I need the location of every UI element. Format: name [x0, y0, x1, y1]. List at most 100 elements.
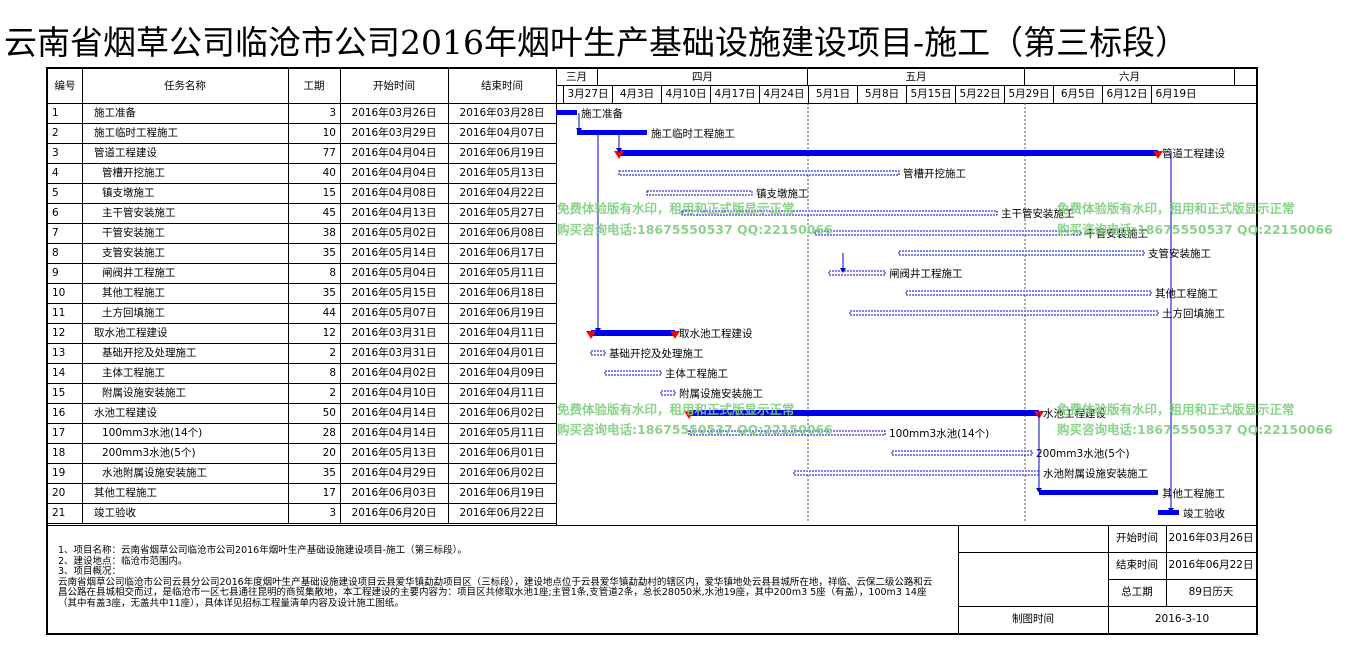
- summary-bar: [689, 410, 1039, 416]
- note-line1: 1、项目名称：云南省烟草公司临沧市公司2016年烟叶生产基础设施建设项目-施工（…: [58, 545, 467, 556]
- task-start-cell: 2016年05月14日: [351, 247, 437, 259]
- task-bar-label: 干管安装施工: [1085, 227, 1148, 240]
- task-bar-label: 支管安装施工: [1148, 247, 1211, 260]
- task-start-cell: 2016年03月31日: [351, 347, 437, 359]
- task-name-cell: 竣工验收: [94, 507, 136, 519]
- row-divider: [48, 503, 556, 504]
- column-divider: [288, 69, 289, 523]
- task-start-cell: 2016年04月14日: [351, 407, 437, 419]
- dependency-arrow: [1036, 488, 1042, 493]
- task-name-cell: 取水池工程建设: [94, 327, 168, 339]
- header-divider: [48, 103, 1256, 104]
- task-bar: [898, 250, 1145, 256]
- row-divider: [48, 463, 556, 464]
- task-id-cell: 19: [52, 467, 66, 479]
- watermark-line2-d: 购买咨询电话:18675550537 QQ:22150066: [1057, 422, 1333, 437]
- task-start-cell: 2016年05月02日: [351, 227, 437, 239]
- week-label: 5月15日: [906, 85, 955, 103]
- task-name-cell: 附属设施安装施工: [102, 387, 186, 399]
- dependency-arrow: [840, 268, 846, 273]
- week-label: 5月8日: [857, 85, 906, 103]
- task-id-cell: 9: [52, 267, 59, 279]
- task-name-cell: 管道工程建设: [94, 147, 157, 159]
- task-duration-cell: 3: [329, 107, 336, 119]
- task-bar-label: 主干管安装施工: [1001, 207, 1075, 220]
- task-bar-label: 施工准备: [581, 107, 623, 120]
- task-bar-label: 取水池工程建设: [679, 327, 753, 340]
- task-duration-cell: 20: [322, 447, 336, 459]
- task-duration-cell: 2: [329, 347, 336, 359]
- info-draw-label: 制图时间: [1012, 613, 1054, 625]
- watermark-line2-a: 购买咨询电话:18675550537 QQ:22150066: [557, 222, 833, 237]
- row-divider: [48, 243, 556, 244]
- task-bar-label: 施工临时工程施工: [651, 127, 735, 140]
- task-bar-label: 水池工程建设: [1043, 407, 1106, 420]
- project-notes: 1、项目名称：云南省烟草公司临沧市公司2016年烟叶生产基础设施建设项目-施工（…: [58, 545, 938, 609]
- task-id-cell: 3: [52, 147, 59, 159]
- month-label: 四月: [598, 69, 808, 85]
- row-divider: [48, 343, 556, 344]
- row-divider: [48, 163, 556, 164]
- task-start-cell: 2016年05月04日: [351, 267, 437, 279]
- task-id-cell: 7: [52, 227, 59, 239]
- task-id-cell: 1: [52, 107, 59, 119]
- header-duration: 工期: [303, 80, 325, 92]
- task-duration-cell: 15: [322, 187, 336, 199]
- task-start-cell: 2016年05月07日: [351, 307, 437, 319]
- task-bar-label: 附属设施安装施工: [679, 387, 763, 400]
- task-bar-label: 水池附属设施安装施工: [1043, 467, 1148, 480]
- task-duration-cell: 35: [322, 247, 336, 259]
- task-name-cell: 其他工程施工: [94, 487, 157, 499]
- task-end-cell: 2016年06月02日: [459, 467, 545, 479]
- task-id-cell: 8: [52, 247, 59, 259]
- task-bar: [604, 370, 662, 376]
- row-divider: [48, 383, 556, 384]
- task-id-cell: 4: [52, 167, 59, 179]
- info-draw-value: 2016-3-10: [1154, 613, 1210, 625]
- task-end-cell: 2016年06月08日: [459, 227, 545, 239]
- task-id-cell: 21: [52, 507, 66, 519]
- task-id-cell: 20: [52, 487, 66, 499]
- row-divider: [48, 423, 556, 424]
- task-name-cell: 主体工程施工: [102, 367, 165, 379]
- task-bar-label: 管槽开挖施工: [903, 167, 966, 180]
- month-label: 五月: [808, 69, 1025, 85]
- task-duration-cell: 3: [329, 507, 336, 519]
- watermark-line1-a: 免费体验版有水印，租用和正式版显示正常: [557, 201, 795, 216]
- task-bar: [793, 470, 1040, 476]
- task-end-cell: 2016年06月01日: [459, 447, 545, 459]
- task-name-cell: 镇支墩施工: [102, 187, 155, 199]
- row-divider: [48, 143, 556, 144]
- task-start-cell: 2016年04月04日: [351, 147, 437, 159]
- week-label: 4月10日: [661, 85, 710, 103]
- watermark-line2-c: 购买咨询电话:18675550537 QQ:22150066: [557, 422, 833, 437]
- week-label: 5月1日: [808, 85, 857, 103]
- task-name-cell: 基础开挖及处理施工: [102, 347, 197, 359]
- row-divider: [48, 403, 556, 404]
- task-duration-cell: 12: [322, 327, 336, 339]
- task-name-cell: 其他工程施工: [102, 287, 165, 299]
- task-id-cell: 12: [52, 327, 66, 339]
- task-name-cell: 土方回填施工: [102, 307, 165, 319]
- info-total-value: 89日历天: [1188, 586, 1234, 598]
- task-bar: [814, 230, 1082, 236]
- info-row-divider: [1108, 552, 1256, 553]
- task-bar: [577, 130, 647, 135]
- task-end-cell: 2016年06月19日: [459, 487, 545, 499]
- task-end-cell: 2016年04月07日: [459, 127, 545, 139]
- task-name-cell: 施工临时工程施工: [94, 127, 178, 139]
- task-id-cell: 18: [52, 447, 66, 459]
- summary-bar: [591, 330, 675, 336]
- chart-bottom-divider: [48, 525, 1256, 526]
- summary-end-marker: [670, 331, 680, 339]
- task-duration-cell: 35: [322, 467, 336, 479]
- task-bar: [1158, 510, 1179, 515]
- task-duration-cell: 8: [329, 267, 336, 279]
- task-bar-label: 土方回填施工: [1162, 307, 1225, 320]
- summary-start-marker: [614, 151, 624, 159]
- info-col-divider: [958, 525, 959, 633]
- task-end-cell: 2016年05月27日: [459, 207, 545, 219]
- task-bar: [905, 290, 1152, 296]
- task-end-cell: 2016年06月19日: [459, 147, 545, 159]
- summary-bar: [619, 150, 1158, 156]
